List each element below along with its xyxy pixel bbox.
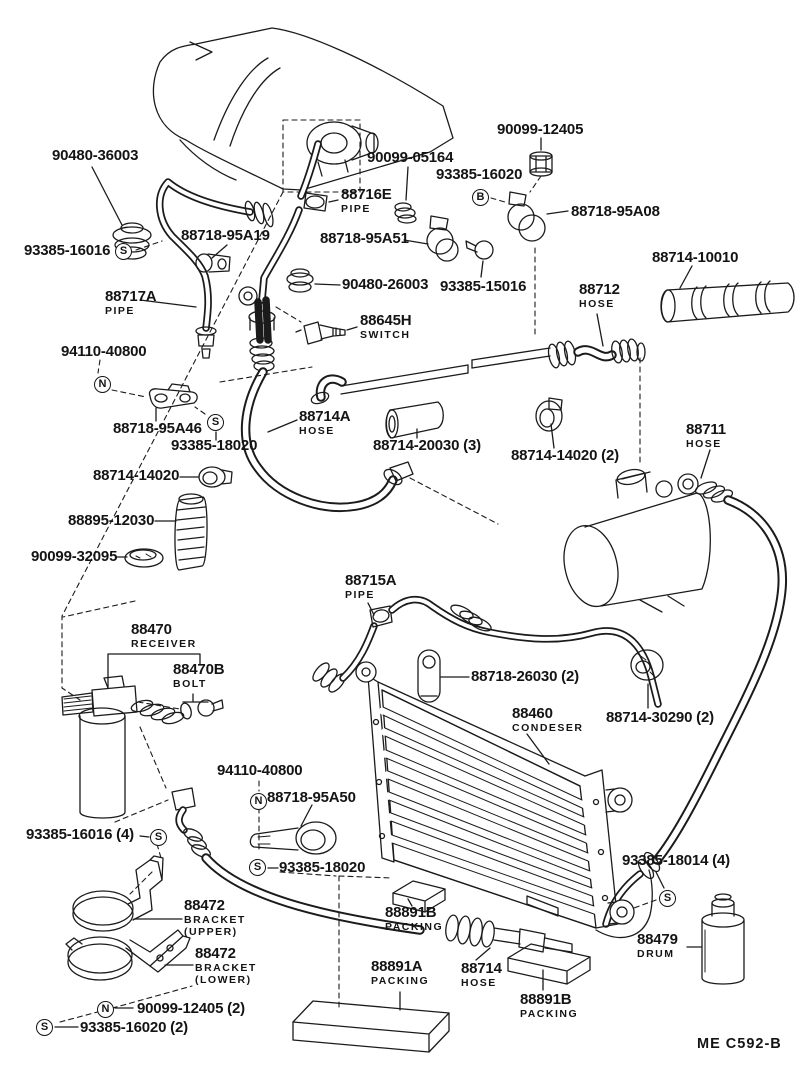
suction-hose-88714A-drawing (240, 367, 414, 512)
cooling-unit-case-drawing (152, 27, 454, 193)
tube-88714-20030 (385, 401, 444, 439)
suction-pipe-88717A-drawing (155, 178, 274, 359)
fastener-symbol-S-2: S (207, 414, 224, 431)
bracket-88718-95A46 (148, 383, 198, 409)
part-label-93385-16020: 93385-16020 (436, 166, 523, 183)
nut-90099-12405 (529, 151, 553, 177)
receiver-88470-drawing (61, 675, 185, 819)
part-label-88895-12030: 88895-12030 (68, 512, 155, 529)
discharge-hose-88711-drawing (602, 481, 788, 928)
part-label-94110-40800-bottom: 94110-40800 (217, 762, 303, 779)
part-label-88718-26030: 88718-26030 (2) (471, 668, 579, 685)
fastener-symbol-S-6: S (659, 890, 676, 907)
suction-pipe-assembly-drawing (310, 338, 646, 405)
part-label-88718-95A50: 88718-95A50 (267, 789, 356, 806)
condenser-88460-drawing (355, 661, 653, 939)
leader-lines (54, 137, 711, 1028)
clamp-88718-95A08 (507, 191, 546, 242)
cap-90099-32095 (124, 548, 164, 568)
grommet-88714-30290 (630, 649, 664, 681)
clamp-88714-14020-right (535, 397, 563, 432)
part-label-88718-95A46: 88718-95A46 (113, 420, 202, 437)
fastener-symbol-B-1: B (472, 189, 489, 206)
bolt-93385-15016 (465, 240, 494, 260)
dashed-projection-lines (59, 175, 657, 1023)
fastener-symbol-N-2: N (250, 793, 267, 810)
packing-88891B-right (507, 943, 591, 985)
drum-88479-drawing (701, 893, 745, 985)
bracket-88718-26030 (417, 649, 441, 703)
part-label-93385-18020-bottom: 93385-18020 (279, 859, 366, 876)
packing-88891A (292, 1000, 450, 1053)
part-label-90480-36003: 90480-36003 (52, 147, 139, 164)
fastener-symbol-S-4: S (249, 859, 266, 876)
liquid-pipe-88716E-drawing (238, 140, 328, 372)
bushing-90099-05164-target (394, 202, 417, 224)
fastener-symbol-N-3: N (97, 1001, 114, 1018)
part-label-90099-12405: 90099-12405 (497, 121, 584, 138)
liquid-hose-88714-drawing (171, 787, 573, 953)
part-label-88714-20030: 88714-20030 (3) (373, 437, 481, 454)
part-label-90480-26003: 90480-26003 (342, 276, 429, 293)
bolt-88470B-drawing (180, 699, 224, 720)
part-label-88718-95A08: 88718-95A08 (571, 203, 660, 220)
part-label-94110-40800-top: 94110-40800 (61, 343, 147, 360)
insulator-sleeve-88714-10010 (660, 280, 795, 323)
fastener-symbol-S-3: S (150, 829, 167, 846)
part-label-90099-12405-2: 90099-12405 (2) (137, 1000, 245, 1017)
part-label-93385-15016: 93385-15016 (440, 278, 527, 295)
part-label-93385-16016-4: 93385-16016 (4) (26, 826, 134, 843)
fastener-symbol-S-5: S (36, 1019, 53, 1036)
fastener-symbol-N-1: N (94, 376, 111, 393)
bracket-88718-95A50-drawing (249, 821, 337, 855)
part-label-88714-10010: 88714-10010 (652, 249, 739, 266)
figure-code: ME C592-B (697, 1036, 782, 1052)
part-label-88714-14020: 88714-14020 (93, 467, 180, 484)
part-label-88718-95A51: 88718-95A51 (320, 230, 409, 247)
part-label-93385-18014: 93385-18014 (4) (622, 852, 730, 869)
packing-88891B-top (392, 880, 446, 913)
cushion-88895-12030 (174, 493, 208, 571)
part-label-93385-16020-2: 93385-16020 (2) (80, 1019, 188, 1036)
pressure-switch-88645H (295, 321, 346, 345)
clamp-88714-14020-left (198, 466, 233, 488)
clamp-88718-95A19 (195, 253, 231, 273)
part-label-88718-95A19: 88718-95A19 (181, 227, 270, 244)
part-label-88714-14020-2: 88714-14020 (2) (511, 447, 619, 464)
part-label-90099-05164: 90099-05164 (367, 149, 454, 166)
part-label-90099-32095: 90099-32095 (31, 548, 118, 565)
part-label-93385-16016: 93385-16016 (24, 242, 111, 259)
bracket-88472-upper-drawing (72, 855, 164, 932)
grommet-90480-26003 (286, 268, 314, 293)
bracket-88472-lower-drawing (65, 929, 191, 981)
fastener-symbol-S-1: S (115, 243, 132, 260)
compressor-drawing (563, 468, 711, 613)
part-label-93385-18020-top: 93385-18020 (171, 437, 258, 454)
part-label-88714-30290: 88714-30290 (2) (606, 709, 714, 726)
pipe-88715A-drawing (312, 595, 662, 708)
clamp-88718-95A51 (426, 215, 459, 262)
